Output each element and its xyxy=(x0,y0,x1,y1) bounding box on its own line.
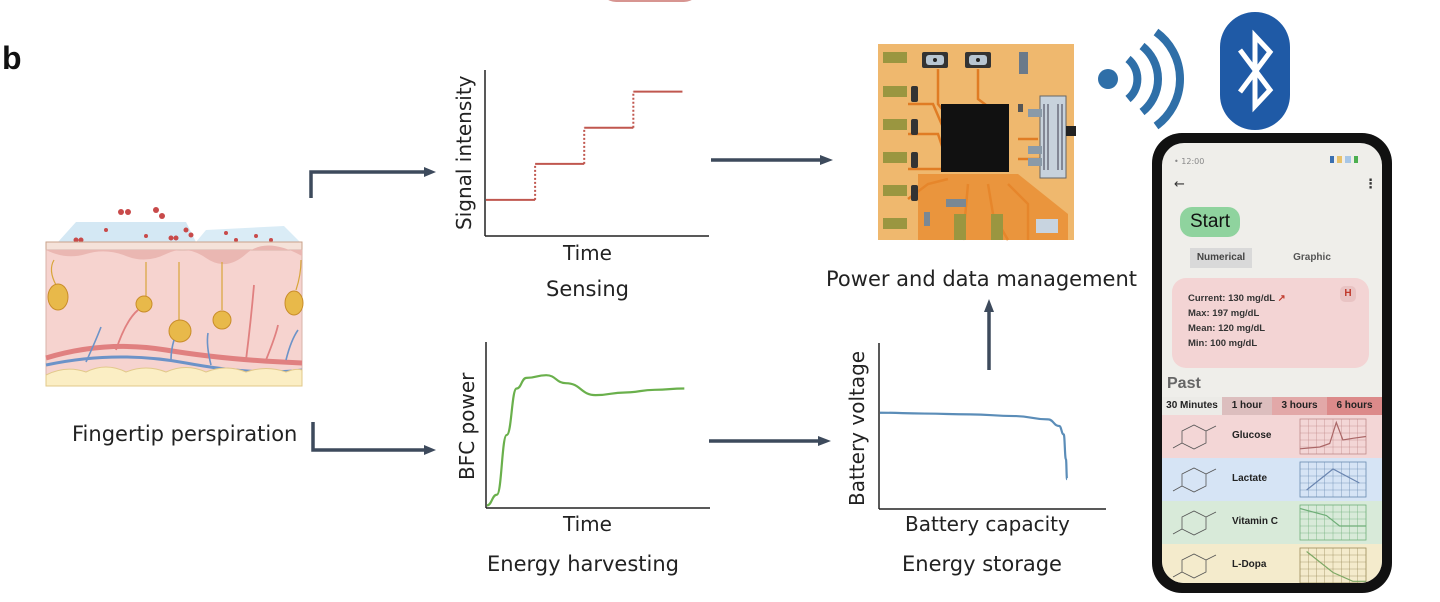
analyte-mini-chart xyxy=(1299,418,1367,455)
analyte-name: Vitamin C xyxy=(1232,516,1278,527)
time-range-tabs: 30 Minutes 1 hour 3 hours 6 hours xyxy=(1162,397,1382,415)
status-icons xyxy=(1330,156,1358,163)
storage-caption: Energy storage xyxy=(902,552,1062,576)
harvesting-xlabel: Time xyxy=(563,512,612,536)
wifi-status-icon xyxy=(1345,156,1351,163)
sweat-layer-left xyxy=(58,222,196,242)
bluetooth-status-icon xyxy=(1330,156,1334,163)
analyte-mini-chart xyxy=(1299,461,1367,498)
sensing-chart xyxy=(484,70,709,237)
tab-1-hour[interactable]: 1 hour xyxy=(1222,397,1272,415)
stats-card: Current: 130 mg/dL ↗ Max: 197 mg/dL Mean… xyxy=(1172,278,1369,368)
past-label: Past xyxy=(1167,375,1201,392)
wireless-signal-icon xyxy=(1098,28,1185,130)
mini-trend-line xyxy=(1299,420,1367,450)
molecule-structure-icon xyxy=(1172,467,1217,493)
sweat-layer-right xyxy=(196,226,300,242)
arrow-to-sensing xyxy=(309,167,436,198)
analyte-name: Glucose xyxy=(1232,430,1272,441)
arrow-sensing-to-pcb xyxy=(711,155,833,165)
molecule-structure-icon xyxy=(1172,553,1217,579)
tab-6-hours[interactable]: 6 hours xyxy=(1327,397,1382,415)
arrow-to-harvesting xyxy=(311,422,436,455)
arrow-harvesting-to-storage xyxy=(709,436,831,446)
stat-max: Max: 197 mg/dL xyxy=(1188,308,1260,319)
analyte-row[interactable]: Glucose xyxy=(1162,415,1382,458)
trend-up-icon: ↗ xyxy=(1277,293,1286,304)
data-status-icon xyxy=(1337,156,1342,163)
back-arrow-icon[interactable]: ← xyxy=(1174,177,1185,192)
source-label: Fingertip perspiration xyxy=(72,422,298,446)
analyte-row[interactable]: Vitamin C xyxy=(1162,501,1382,544)
panel-letter: b xyxy=(2,40,22,76)
data-line xyxy=(486,374,685,507)
start-button[interactable]: Start xyxy=(1180,207,1240,237)
mini-trend-line xyxy=(1306,551,1366,582)
molecule-structure-icon xyxy=(1172,510,1217,536)
analyte-row[interactable]: Lactate xyxy=(1162,458,1382,501)
status-bar-time: • 12:00 xyxy=(1174,157,1205,166)
molecules xyxy=(73,207,273,243)
high-badge: H xyxy=(1340,286,1356,302)
sensing-xlabel: Time xyxy=(563,241,612,265)
sensing-caption: Sensing xyxy=(546,277,629,301)
storage-xlabel: Battery capacity xyxy=(905,512,1070,536)
phone-screen: • 12:00 ← ⋮ Start Numerical Graphic Curr… xyxy=(1162,143,1382,583)
microcontroller-chip xyxy=(941,104,1009,172)
analyte-name: L-Dopa xyxy=(1232,559,1267,570)
harvesting-ylabel: BFC power xyxy=(455,372,479,480)
analyte-row[interactable]: L-Dopa xyxy=(1162,544,1382,583)
pcb-buttons xyxy=(922,52,991,68)
tab-graphic[interactable]: Graphic xyxy=(1293,252,1331,263)
data-line xyxy=(879,411,1069,481)
analyte-name: Lactate xyxy=(1232,473,1268,484)
status-time: 12:00 xyxy=(1181,157,1205,166)
pcb-connector xyxy=(1028,95,1076,179)
harvesting-caption: Energy harvesting xyxy=(487,552,680,576)
more-options-icon[interactable]: ⋮ xyxy=(1364,177,1377,192)
skin-cross-section-illustration xyxy=(45,207,304,387)
battery-status-icon xyxy=(1354,156,1358,163)
bluetooth-icon xyxy=(1220,12,1290,130)
analyte-mini-chart xyxy=(1299,547,1367,583)
storage-chart xyxy=(878,343,1106,510)
tab-3-hours[interactable]: 3 hours xyxy=(1272,397,1327,415)
stat-current-value: Current: 130 mg/dL xyxy=(1188,293,1275,304)
mini-trend-line xyxy=(1299,507,1366,527)
pcb-board-illustration xyxy=(878,44,1076,241)
previous-panel-fragment xyxy=(600,0,700,2)
tab-numerical[interactable]: Numerical xyxy=(1190,248,1252,268)
sensing-ylabel: Signal intensity xyxy=(452,75,476,230)
stat-mean: Mean: 120 mg/dL xyxy=(1188,323,1266,334)
tab-30-minutes[interactable]: 30 Minutes xyxy=(1162,397,1222,415)
analyte-mini-chart xyxy=(1299,504,1367,541)
molecule-structure-icon xyxy=(1172,424,1217,450)
storage-ylabel: Battery voltage xyxy=(845,350,869,506)
stat-min: Min: 100 mg/dL xyxy=(1188,338,1258,349)
harvesting-chart xyxy=(485,342,710,509)
mini-trend-line xyxy=(1306,468,1360,491)
arrow-storage-to-pcb xyxy=(984,299,994,370)
management-caption: Power and data management xyxy=(826,267,1138,291)
stat-current: Current: 130 mg/dL ↗ xyxy=(1188,293,1286,304)
